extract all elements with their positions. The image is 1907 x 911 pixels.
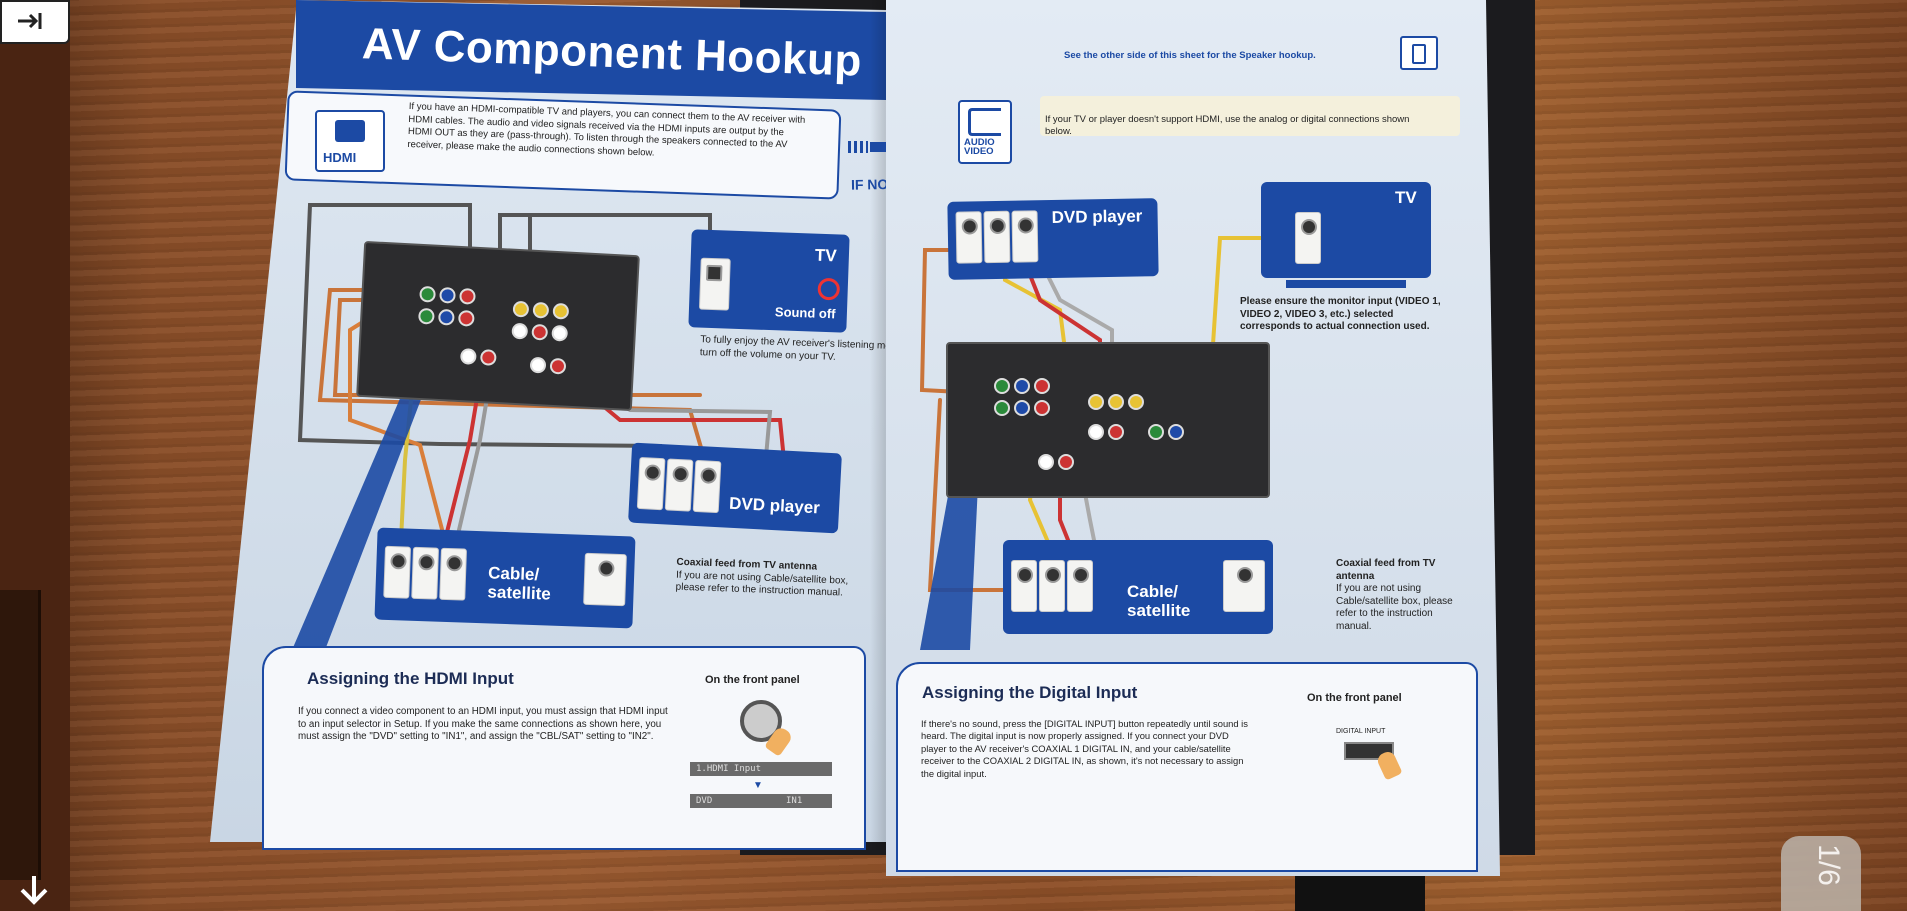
right-cable-satellite: Cable/ satellite: [1003, 540, 1273, 634]
lcd-dvd-in1: DVD IN1: [690, 794, 832, 808]
hdmi-panel-title: Assigning the HDMI Input: [307, 669, 514, 688]
right-cable-label: Cable/ satellite: [1127, 582, 1191, 620]
receiver-jack: [1168, 424, 1184, 440]
receiver-jack: [1108, 424, 1124, 440]
right-dvd-player: DVD player: [947, 198, 1159, 280]
audio-video-badge-label: AUDIO VIDEO: [964, 137, 995, 157]
page-indicator-text: 1/6: [1811, 844, 1845, 886]
exit-fullscreen-button[interactable]: [0, 0, 70, 44]
dvd-audio-out-r: [1011, 210, 1039, 263]
right-coax-note-body: If you are not using Cable/satellite box…: [1336, 583, 1453, 632]
page-indicator: 1/6: [1781, 836, 1861, 911]
lcd-in1: IN1: [786, 796, 803, 806]
receiver-jack: [1088, 424, 1104, 440]
cbl-coaxial-out: [1011, 560, 1037, 612]
hdmi-badge-label: HDMI: [323, 150, 357, 165]
right-dvd-label: DVD player: [1051, 206, 1143, 228]
download-icon[interactable]: [0, 872, 66, 911]
right-av-receiver: [946, 342, 1270, 498]
tv-stand: [1286, 280, 1406, 288]
speaker-hookup-note: See the other side of this sheet for the…: [1064, 50, 1316, 61]
dvd-coaxial-out: [955, 211, 983, 264]
title-banner: [296, 0, 886, 100]
digital-input-caption: DIGITAL INPUT: [1336, 728, 1386, 735]
right-coax-note: Coaxial feed from TV antenna If you are …: [1336, 558, 1466, 633]
hdmi-panel-text: If you connect a video component to an H…: [298, 706, 668, 742]
right-tv-label: TV: [1395, 188, 1417, 207]
cbl-antenna-in-r: [1223, 560, 1265, 612]
lcd-dvd: DVD: [696, 796, 713, 806]
cbl-audio-out-r: [1067, 560, 1093, 612]
audio-video-badge: AUDIO VIDEO: [958, 100, 1012, 164]
receiver-jack: [1038, 454, 1054, 470]
tv-video-in: [1295, 212, 1321, 264]
hdmi-plug-icon: [335, 120, 365, 142]
hdmi-input-panel: [262, 646, 866, 850]
receiver-jack: [1148, 424, 1164, 440]
monitor-input-note: Please ensure the monitor input (VIDEO 1…: [1240, 296, 1441, 332]
right-coax-note-title: Coaxial feed from TV antenna: [1336, 558, 1436, 582]
speaker-icon: [1400, 36, 1438, 70]
receiver-jack: [1088, 394, 1104, 410]
cbl-video-out: [1039, 560, 1065, 612]
hdmi-badge: HDMI: [315, 110, 385, 172]
receiver-jack: [1014, 400, 1030, 416]
digital-panel-front-label: On the front panel: [1307, 692, 1402, 704]
lcd-hdmi-input: 1.HDMI Input: [690, 762, 832, 776]
right-intro-text: If your TV or player doesn't support HDM…: [1045, 114, 1410, 137]
digital-panel-text: If there's no sound, press the [DIGITAL …: [921, 718, 1248, 779]
right-intro-box: [1040, 96, 1460, 136]
receiver-jack: [1128, 394, 1144, 410]
receiver-jack: [994, 378, 1010, 394]
dvd-video-out: [983, 210, 1011, 264]
av-connector-icon: [968, 108, 1001, 136]
receiver-jack: [1108, 394, 1124, 410]
digital-panel-title: Assigning the Digital Input: [922, 683, 1138, 702]
exit-arrow-icon: [18, 13, 42, 29]
down-arrow-icon: ▼: [753, 780, 763, 791]
door-frame: [0, 590, 41, 880]
receiver-jack: [1058, 454, 1074, 470]
receiver-jack: [1034, 378, 1050, 394]
receiver-jack: [994, 400, 1010, 416]
receiver-jack: [1034, 400, 1050, 416]
right-tv: TV: [1261, 182, 1431, 278]
hdmi-panel-front-label: On the front panel: [705, 674, 800, 686]
receiver-jack: [1014, 378, 1030, 394]
